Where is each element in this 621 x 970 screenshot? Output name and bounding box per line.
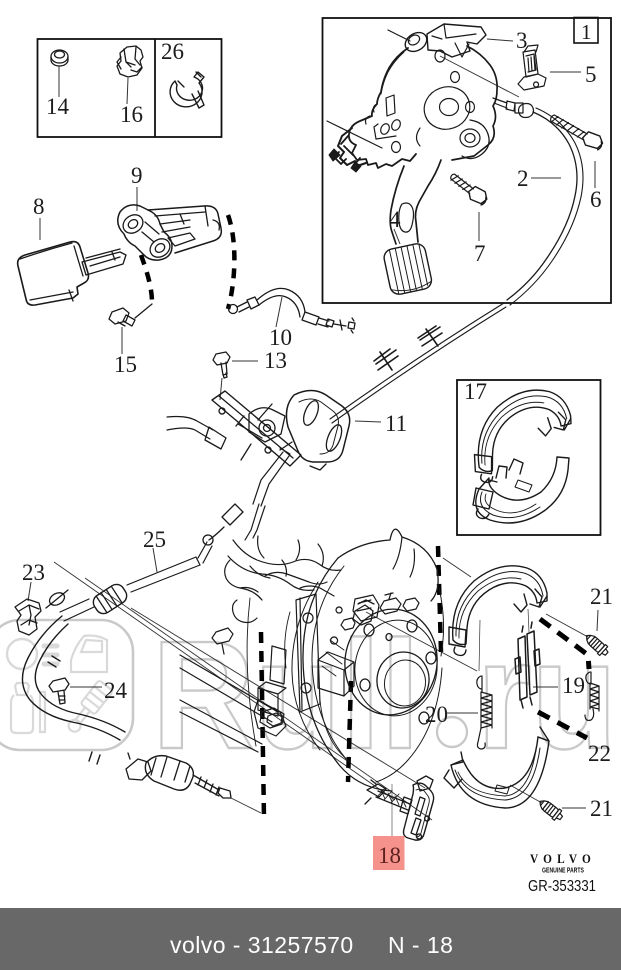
svg-text:24: 24 bbox=[104, 678, 128, 703]
svg-text:22: 22 bbox=[588, 741, 611, 766]
svg-text:GENUINE PARTS: GENUINE PARTS bbox=[542, 866, 584, 875]
svg-text:9: 9 bbox=[131, 163, 143, 188]
svg-text:15: 15 bbox=[114, 352, 137, 377]
svg-text:14: 14 bbox=[46, 94, 70, 119]
svg-text:Rull: Rull bbox=[152, 609, 420, 781]
svg-text:volvo - 31257570: volvo - 31257570 bbox=[170, 932, 354, 958]
svg-text:19: 19 bbox=[562, 673, 585, 698]
svg-text:4: 4 bbox=[389, 207, 401, 232]
svg-text:18: 18 bbox=[378, 843, 401, 868]
svg-text:10: 10 bbox=[269, 325, 292, 350]
svg-text:26: 26 bbox=[161, 39, 184, 64]
svg-text:21: 21 bbox=[590, 584, 613, 609]
svg-text:25: 25 bbox=[143, 527, 166, 552]
svg-text:17: 17 bbox=[464, 379, 487, 404]
svg-text:21: 21 bbox=[590, 796, 613, 821]
svg-text:23: 23 bbox=[22, 560, 45, 585]
svg-text:1: 1 bbox=[581, 20, 592, 44]
svg-text:8: 8 bbox=[33, 194, 45, 219]
svg-text:N - 18: N - 18 bbox=[388, 932, 453, 958]
svg-text:VOLVO: VOLVO bbox=[530, 851, 596, 866]
svg-text:7: 7 bbox=[474, 241, 486, 266]
svg-text:6: 6 bbox=[590, 187, 602, 212]
svg-text:GR-353331: GR-353331 bbox=[528, 878, 596, 895]
svg-text:2: 2 bbox=[517, 166, 529, 191]
svg-text:13: 13 bbox=[264, 348, 287, 373]
svg-text:3: 3 bbox=[516, 28, 528, 53]
svg-text:16: 16 bbox=[120, 102, 143, 127]
svg-text:11: 11 bbox=[385, 411, 407, 436]
svg-text:5: 5 bbox=[585, 62, 597, 87]
